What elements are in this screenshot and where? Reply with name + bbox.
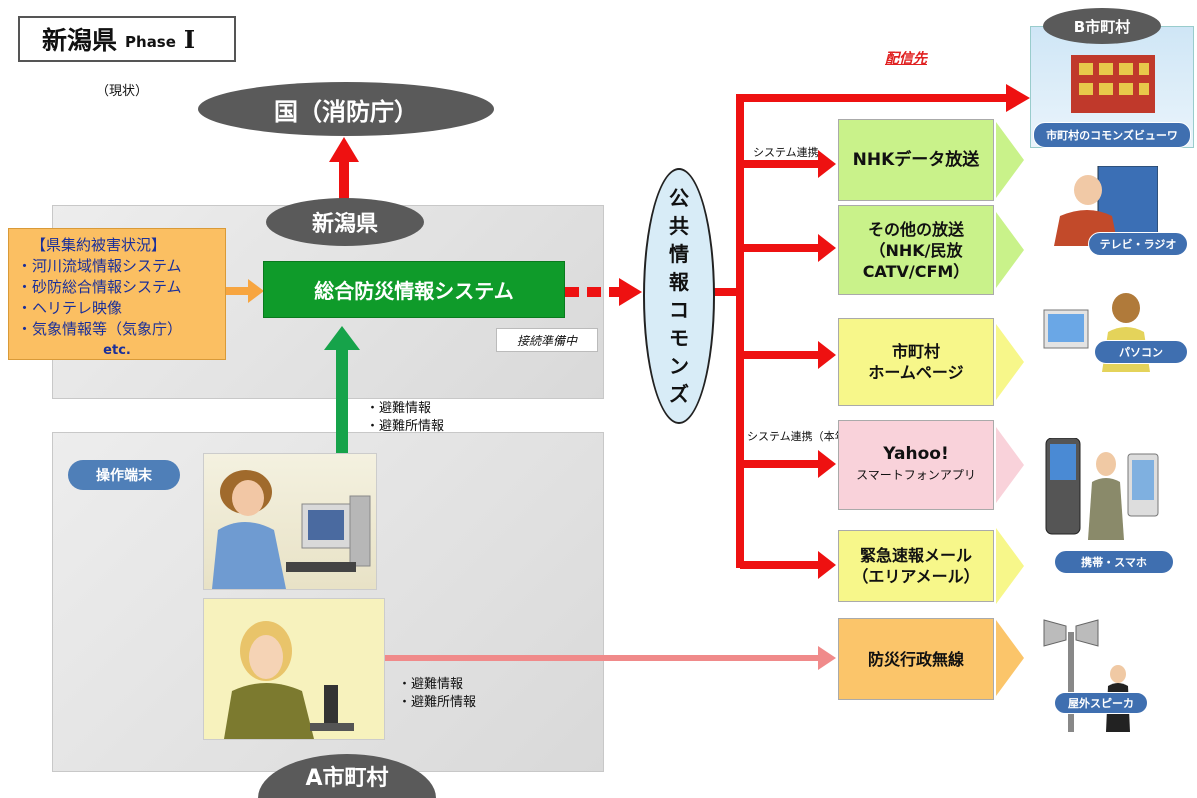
title-phase: Phase	[125, 33, 176, 51]
chevron-yahoo	[996, 427, 1024, 503]
commons-char: 共	[669, 214, 689, 238]
damage-line: ・気象情報等（気象庁）	[17, 320, 183, 338]
damage-info-box: 【県集約被害状況】 ・河川流域情報システム ・砂防総合情報システム ・ヘリテレ映…	[8, 228, 226, 360]
chevron-homepage	[996, 324, 1024, 400]
arrow-radio-shaft	[385, 655, 820, 661]
mobile-icon	[1045, 437, 1159, 540]
terminal-pill: 操作端末	[68, 460, 180, 490]
chevron-radio	[996, 620, 1024, 696]
title-roman: I	[183, 24, 196, 54]
commons-viewer-label: 市町村のコモンズビューワ	[1033, 122, 1191, 148]
dest-other-broadcast: その他の放送 （NHK/民放 CATV/CFM）	[838, 205, 994, 295]
municipality-b-oval: B市町村	[1043, 8, 1161, 44]
speaker-illustration	[1040, 612, 1150, 732]
mobile-label: 携帯・スマホ	[1054, 550, 1174, 574]
dest-yahoo: Yahoo! スマートフォンアプリ	[838, 420, 994, 510]
system-link-nhk: システム連携	[753, 146, 819, 159]
pc-illustration	[1040, 288, 1160, 372]
chevron-mail	[996, 528, 1024, 604]
commons-char: ン	[669, 354, 689, 378]
dest-other-line: その他の放送	[867, 219, 964, 239]
connection-note: 接続準備中	[496, 328, 598, 352]
pc-icon	[1043, 293, 1150, 372]
arrow-up-national-shaft	[339, 160, 349, 200]
delivery-label: 配信先	[885, 51, 927, 67]
arrow-up-national-head	[329, 137, 359, 162]
dest-homepage-line: ホームページ	[868, 363, 964, 382]
arrow-radio-head	[818, 646, 836, 670]
status-label: （現状）	[96, 84, 149, 99]
dest-mail-line: （エリアメール）	[852, 567, 980, 586]
broadcaster-icon	[204, 599, 384, 739]
dest-homepage-line: 市町村	[891, 342, 940, 361]
arrow-damage-shaft	[226, 287, 250, 295]
damage-line: ・河川流域情報システム	[17, 257, 182, 275]
pc-label: パソコン	[1094, 340, 1188, 364]
evac-lower-line: ・避難情報	[398, 677, 464, 692]
operator-illustration	[203, 453, 377, 590]
commons-char: ズ	[669, 382, 689, 406]
dest-nhk-data-label: NHKデータ放送	[852, 149, 980, 170]
mobile-illustration	[1042, 437, 1160, 540]
evac-upper-line: ・避難情報	[366, 401, 432, 416]
evac-lower: ・避難情報 ・避難所情報	[398, 676, 476, 712]
trunk-line	[736, 94, 744, 568]
dest-other-line: （NHK/民放	[869, 240, 963, 260]
public-info-commons: 公 共 情 報 コ モ ン ズ	[643, 168, 715, 424]
dest-radio-label: 防災行政無線	[867, 649, 964, 669]
arrow-up-system-head	[324, 326, 360, 350]
title-main: 新潟県	[42, 26, 118, 55]
damage-line: ・砂防総合情報システム	[17, 278, 182, 296]
commons-char: 情	[669, 242, 689, 266]
evac-lower-line: ・避難所情報	[398, 695, 477, 710]
city-hall-icon	[1071, 55, 1155, 113]
prefecture-oval: 新潟県	[266, 198, 424, 246]
dest-mail-line: 緊急速報メール	[859, 546, 972, 565]
damage-line: 【県集約被害状況】	[31, 236, 167, 254]
operator-pc-icon	[212, 470, 371, 589]
arrow-up-system-shaft	[336, 348, 348, 453]
dest-disaster-radio: 防災行政無線	[838, 618, 994, 700]
broadcaster-illustration	[203, 598, 385, 740]
commons-char: 報	[669, 270, 689, 294]
dest-homepage: 市町村 ホームページ	[838, 318, 994, 406]
dest-yahoo-line: スマートフォンアプリ	[856, 468, 976, 482]
national-oval: 国（消防庁）	[198, 82, 494, 136]
tv-radio-label: テレビ・ラジオ	[1088, 232, 1188, 256]
commons-char: コ	[669, 298, 689, 322]
dest-yahoo-line: Yahoo!	[883, 444, 949, 464]
dest-other-line: CATV/CFM）	[862, 261, 970, 281]
commons-char: 公	[669, 186, 689, 210]
title-box: 新潟県 Phase I	[18, 16, 236, 62]
chevron-other	[996, 212, 1024, 288]
evac-upper-line: ・避難所情報	[366, 419, 445, 434]
damage-line: etc.	[103, 343, 131, 358]
arrow-damage-head	[248, 279, 264, 303]
commons-char: モ	[669, 326, 689, 350]
loudspeaker-icon	[1043, 619, 1130, 732]
arrow-dashed-head	[619, 278, 642, 306]
disaster-info-system: 総合防災情報システム	[263, 261, 565, 318]
speaker-label: 屋外スピーカ	[1054, 692, 1148, 714]
dest-nhk-data: NHKデータ放送	[838, 119, 994, 201]
dest-emergency-mail: 緊急速報メール （エリアメール）	[838, 530, 994, 602]
evac-upper: ・避難情報 ・避難所情報	[366, 400, 444, 436]
chevron-nhk	[996, 122, 1024, 198]
damage-line: ・ヘリテレ映像	[17, 299, 123, 317]
